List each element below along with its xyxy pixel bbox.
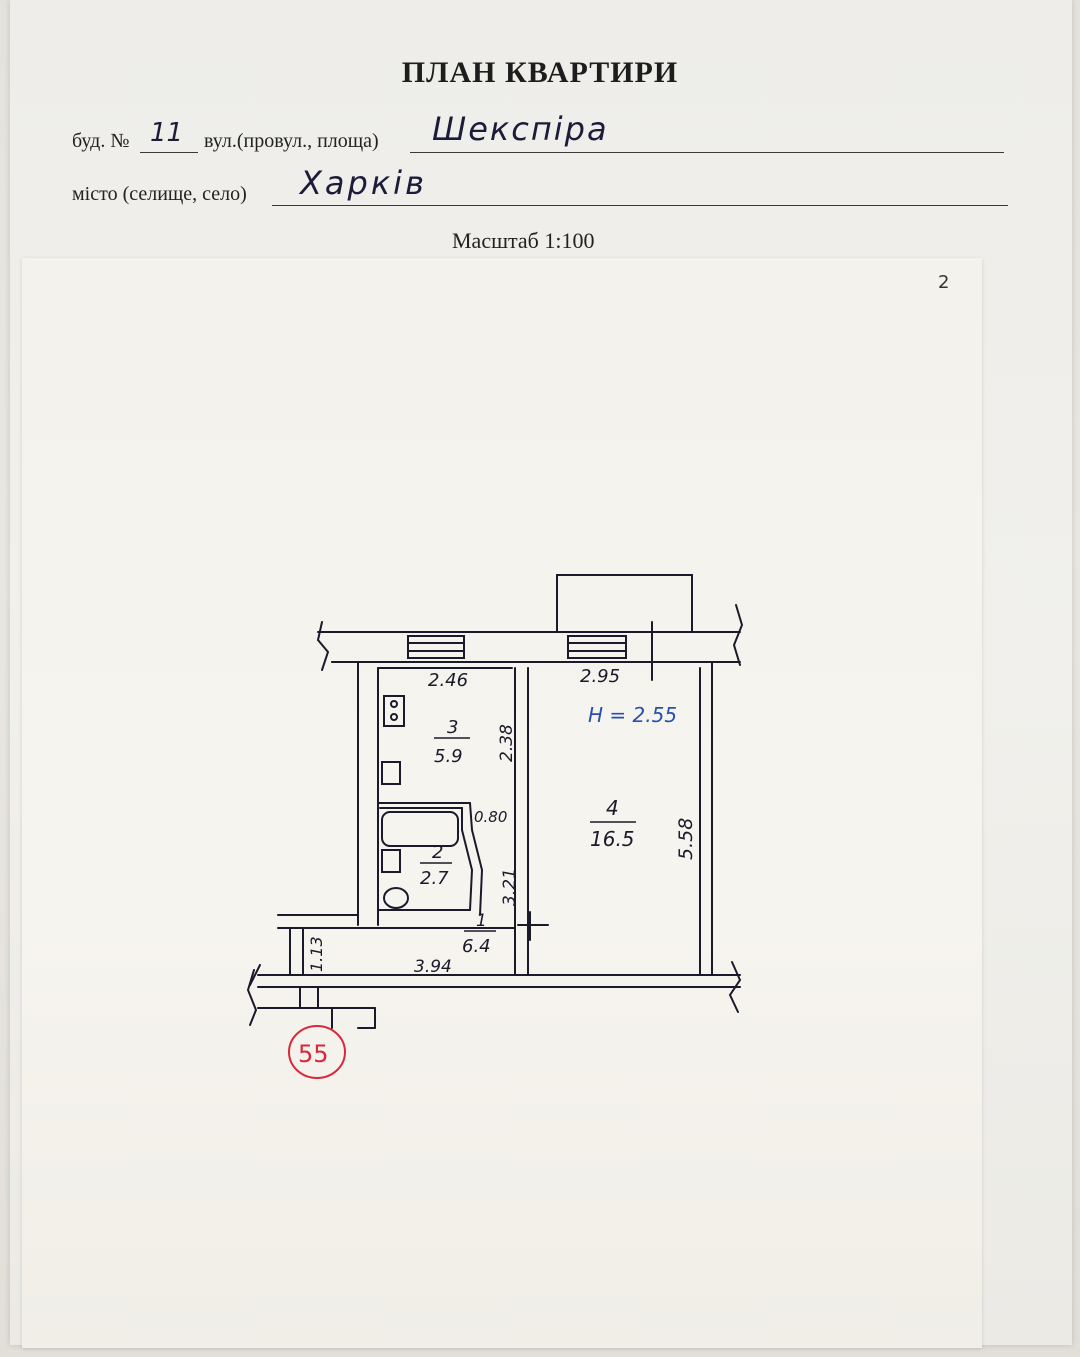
plan-sheet xyxy=(22,258,982,1348)
entry-width-label: 1.13 xyxy=(307,936,326,972)
corridor-depth-label: 3.21 xyxy=(500,868,520,906)
sink xyxy=(381,761,401,785)
washbasin xyxy=(381,849,401,873)
kitchen-width-label: 2.46 xyxy=(428,670,468,691)
kitchen-window xyxy=(407,635,465,659)
living-room-area: 16.5 xyxy=(590,827,635,851)
living-room-number: 4 xyxy=(606,796,619,820)
bathroom-area: 2.7 xyxy=(420,868,449,889)
stove xyxy=(383,695,405,727)
room-window xyxy=(567,635,627,659)
apartment-number: 55 xyxy=(298,1040,329,1068)
scale-label: Масштаб 1:100 xyxy=(452,228,595,253)
document-title: ПЛАН КВАРТИРИ xyxy=(401,56,679,89)
building-label: буд. № xyxy=(72,130,130,152)
corridor-area: 6.4 xyxy=(462,936,491,957)
corridor-room-number: 1 xyxy=(476,911,487,931)
bathtub xyxy=(381,811,459,847)
city-name: Харків xyxy=(300,164,427,202)
street-label: вул.(провул., площа) xyxy=(204,130,379,152)
toilet xyxy=(383,887,409,909)
corridor-length-label: 3.94 xyxy=(414,957,452,977)
kitchen-area: 5.9 xyxy=(434,746,463,767)
city-underline xyxy=(272,205,1008,206)
building-number: 11 xyxy=(150,118,184,148)
street-name: Шекспіра xyxy=(432,110,609,148)
room-depth-label: 5.58 xyxy=(675,818,697,860)
room-width-label: 2.95 xyxy=(580,666,620,687)
bath-gap-label: 0.80 xyxy=(474,808,507,826)
ceiling-height-note: H = 2.55 xyxy=(588,703,677,727)
apartment-stamp xyxy=(288,1025,346,1079)
page-number: 2 xyxy=(938,272,950,293)
kitchen-depth-label: 2.38 xyxy=(497,724,517,762)
kitchen-room-number: 3 xyxy=(447,717,458,738)
building-underline xyxy=(140,152,198,153)
street-underline xyxy=(410,152,1004,153)
city-label: місто (селище, село) xyxy=(72,183,247,205)
bathroom-room-number: 2 xyxy=(432,842,443,863)
balcony xyxy=(556,574,693,633)
